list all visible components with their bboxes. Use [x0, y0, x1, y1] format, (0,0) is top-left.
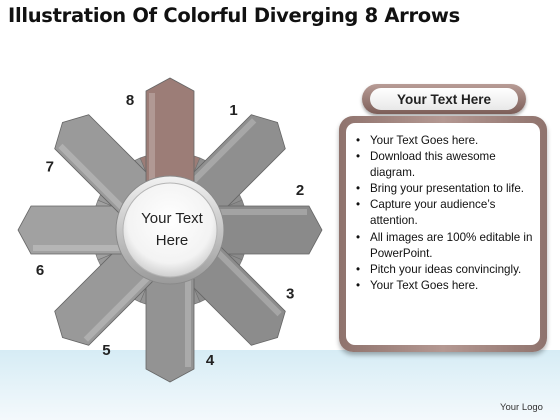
text-panel: Your Text Goes here. Download this aweso…	[339, 116, 547, 352]
bullet-item: Your Text Goes here.	[356, 133, 534, 149]
panel-header: Your Text Here	[362, 84, 526, 114]
bullet-item: Your Text Goes here.	[356, 278, 534, 294]
arrow-1-number: 1	[229, 102, 237, 119]
footer-logo: Your Logo	[500, 402, 543, 413]
arrow-4: 4	[139, 229, 215, 383]
floor-background	[0, 350, 560, 420]
arrow-8-number: 8	[126, 92, 134, 109]
arrow-7-number: 7	[46, 158, 54, 175]
bullet-list: Your Text Goes here. Download this aweso…	[346, 123, 540, 294]
bullet-item: All images are 100% editable in PowerPoi…	[356, 230, 534, 262]
arrow-5-number: 5	[102, 342, 110, 359]
arrow-2-highlight	[204, 209, 307, 215]
arrow-4-number: 4	[206, 352, 215, 369]
arrow-2-number: 2	[296, 182, 304, 199]
hub-text-line-2: Here	[156, 232, 189, 249]
arrow-7-highlight	[58, 143, 136, 221]
bullet-item: Bring your presentation to life.	[356, 181, 534, 197]
arrow-1-highlight	[179, 118, 257, 196]
hub-circle	[122, 182, 218, 278]
page-title: Illustration Of Colorful Diverging 8 Arr…	[8, 4, 460, 27]
text-panel-inner: Your Text Goes here. Download this aweso…	[346, 123, 540, 345]
arrow-3-number: 3	[286, 286, 294, 303]
diverging-arrows-diagram: 1 2 3 4 5 6 7 8 Your Text Here	[17, 77, 323, 383]
arrow-6-number: 6	[36, 262, 44, 279]
arrow-6: 6	[17, 199, 171, 279]
bullet-item: Download this awesome diagram.	[356, 149, 534, 181]
arrow-8-highlight	[149, 93, 155, 196]
bullet-item: Pitch your ideas convincingly.	[356, 262, 534, 278]
arrow-6-highlight	[33, 245, 136, 251]
bullet-item: Capture your audience’s attention.	[356, 197, 534, 229]
arrow-4-highlight	[185, 264, 191, 367]
arrow-3-highlight	[204, 239, 282, 317]
hub-text-line-1: Your Text	[141, 210, 204, 227]
arrow-5-highlight	[83, 264, 161, 342]
panel-header-label: Your Text Here	[370, 88, 518, 110]
